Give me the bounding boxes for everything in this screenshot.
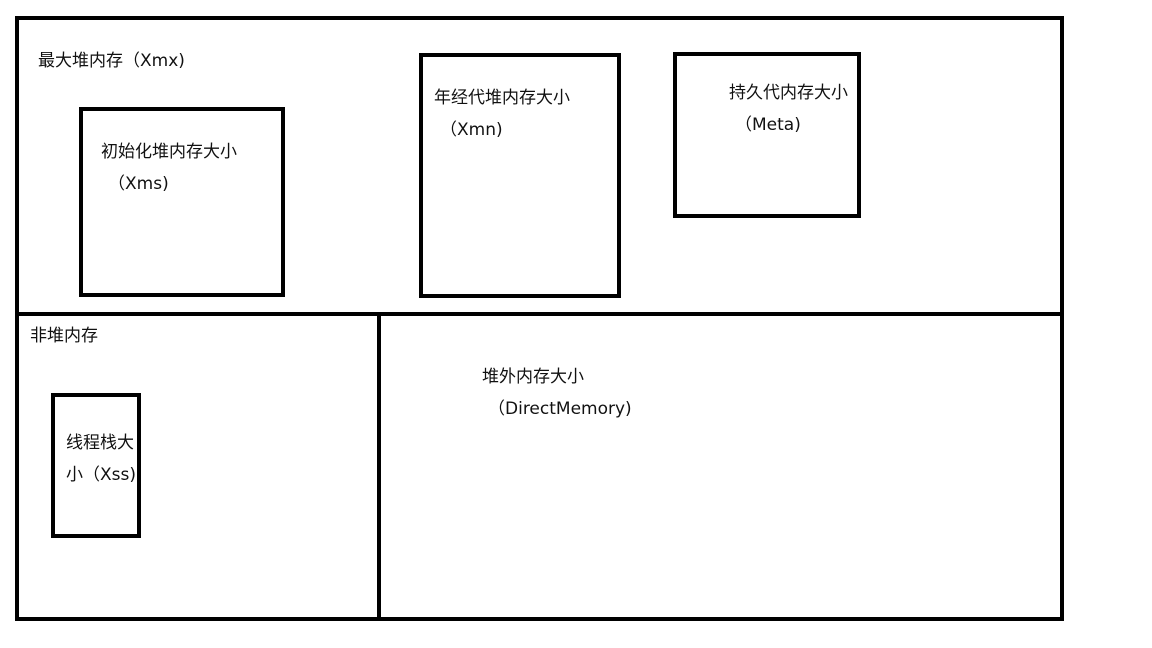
young-gen-box (419, 53, 621, 298)
nonheap-offheap-divider (377, 316, 381, 621)
off-heap-label: 堆外内存大小 (482, 367, 584, 387)
young-gen-label: 年经代堆内存大小 (434, 88, 570, 108)
perm-gen-label: 持久代内存大小 (729, 83, 848, 103)
thread-stack-box (51, 393, 141, 538)
young-gen-param: （Xmn) (440, 120, 503, 140)
initial-heap-label: 初始化堆内存大小 (101, 142, 237, 162)
perm-gen-param: （Meta) (735, 115, 801, 135)
thread-stack-label: 线程栈大 (66, 433, 134, 453)
initial-heap-box (79, 107, 285, 297)
non-heap-label: 非堆内存 (30, 326, 98, 346)
thread-stack-param: 小（Xss) (66, 465, 136, 485)
max-heap-label: 最大堆内存（Xmx) (38, 51, 185, 71)
off-heap-param: （DirectMemory) (488, 399, 632, 419)
initial-heap-param: （Xms) (108, 174, 169, 194)
outer-frame (15, 16, 1064, 621)
perm-gen-box (673, 52, 861, 218)
heap-nonheap-divider (15, 312, 1064, 316)
